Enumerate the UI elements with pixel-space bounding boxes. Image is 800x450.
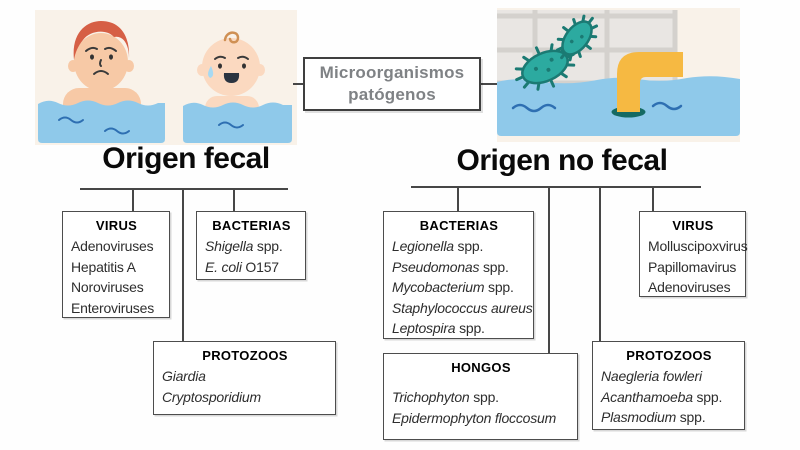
- central-node-line1: Microorganismos: [319, 62, 465, 82]
- drain-pipe-icon: [617, 52, 683, 112]
- organism-item: Molluscipoxvirus: [648, 238, 748, 254]
- central-node-microorganismos: Microorganismos patógenos: [303, 57, 481, 111]
- tree-line: [80, 188, 288, 190]
- organism-item: Legionella spp.: [392, 238, 484, 254]
- organism-item: Shigella spp.: [205, 238, 283, 254]
- category-box-hongos-no-fecal: HONGOS Trichophyton spp. Epidermophyton f…: [383, 353, 578, 440]
- category-header: BACTERIAS: [212, 218, 291, 233]
- category-header: BACTERIAS: [419, 218, 499, 233]
- organism-item: Mycobacterium spp.: [392, 279, 514, 296]
- organism-item: Trichophyton spp.: [392, 389, 499, 405]
- organism-item: Giardia: [162, 368, 206, 384]
- organism-item: Plasmodium spp.: [601, 409, 706, 426]
- tree-line: [599, 186, 601, 342]
- organism-item: Adenoviruses: [71, 238, 154, 254]
- category-box-bacterias-fecal: BACTERIAS Shigella spp. E. coli O157: [196, 211, 306, 280]
- organism-item: Pseudomonas spp.: [392, 258, 509, 275]
- category-header: VIRUS: [95, 218, 138, 233]
- tree-line: [233, 188, 235, 212]
- organism-item: Leptospira spp.: [392, 320, 485, 337]
- organism-item: Acanthamoeba spp.: [601, 388, 723, 405]
- category-box-bacterias-no-fecal: BACTERIAS Legionella spp. Pseudomonas spp…: [383, 211, 534, 339]
- tree-line: [548, 186, 550, 354]
- organism-item: Epidermophyton floccosum: [392, 409, 557, 426]
- organism-item: Papillomavirus: [648, 258, 737, 275]
- tree-line: [132, 188, 134, 212]
- tree-line: [182, 188, 184, 342]
- organism-item: Noroviruses: [71, 279, 144, 296]
- central-node-line2: patógenos: [348, 85, 436, 104]
- pool-bacteria-pipe-illustration: [497, 10, 740, 136]
- organism-item: Naegleria fowleri: [601, 368, 702, 384]
- category-header: PROTOZOOS: [202, 348, 288, 363]
- connector-line: [480, 83, 497, 85]
- children-in-water-illustration: [38, 21, 292, 143]
- branch-title-fecal: Origen fecal: [102, 142, 270, 175]
- category-header: PROTOZOOS: [626, 348, 712, 363]
- organism-item: Hepatitis A: [71, 258, 136, 275]
- tree-line: [411, 186, 701, 188]
- left-illustration-panel: [35, 10, 297, 145]
- boy-pool-water: [38, 100, 165, 143]
- category-header: VIRUS: [672, 218, 714, 233]
- baby-pool-water: [183, 102, 292, 143]
- organism-item: E. coli O157: [205, 258, 279, 275]
- branch-title-no-fecal: Origen no fecal: [456, 144, 668, 177]
- bacteria-icon: [555, 14, 599, 62]
- category-header: HONGOS: [451, 360, 511, 375]
- organism-item: Staphylococcus aureus: [392, 299, 533, 316]
- organism-list: Legionella spp. Pseudomonas spp. Mycobacte…: [392, 236, 533, 339]
- organism-item: Enteroviruses: [71, 299, 154, 316]
- organism-item: Cryptosporidium: [162, 388, 261, 405]
- organism-list: Shigella spp. E. coli O157: [205, 236, 298, 277]
- organism-list: Trichophyton spp. Epidermophyton floccosu…: [392, 387, 570, 428]
- connector-line: [293, 83, 303, 85]
- tree-line: [457, 186, 459, 212]
- right-illustration-panel: [497, 8, 740, 142]
- tree-line: [652, 186, 654, 212]
- organism-item: Adenoviruses: [648, 279, 731, 296]
